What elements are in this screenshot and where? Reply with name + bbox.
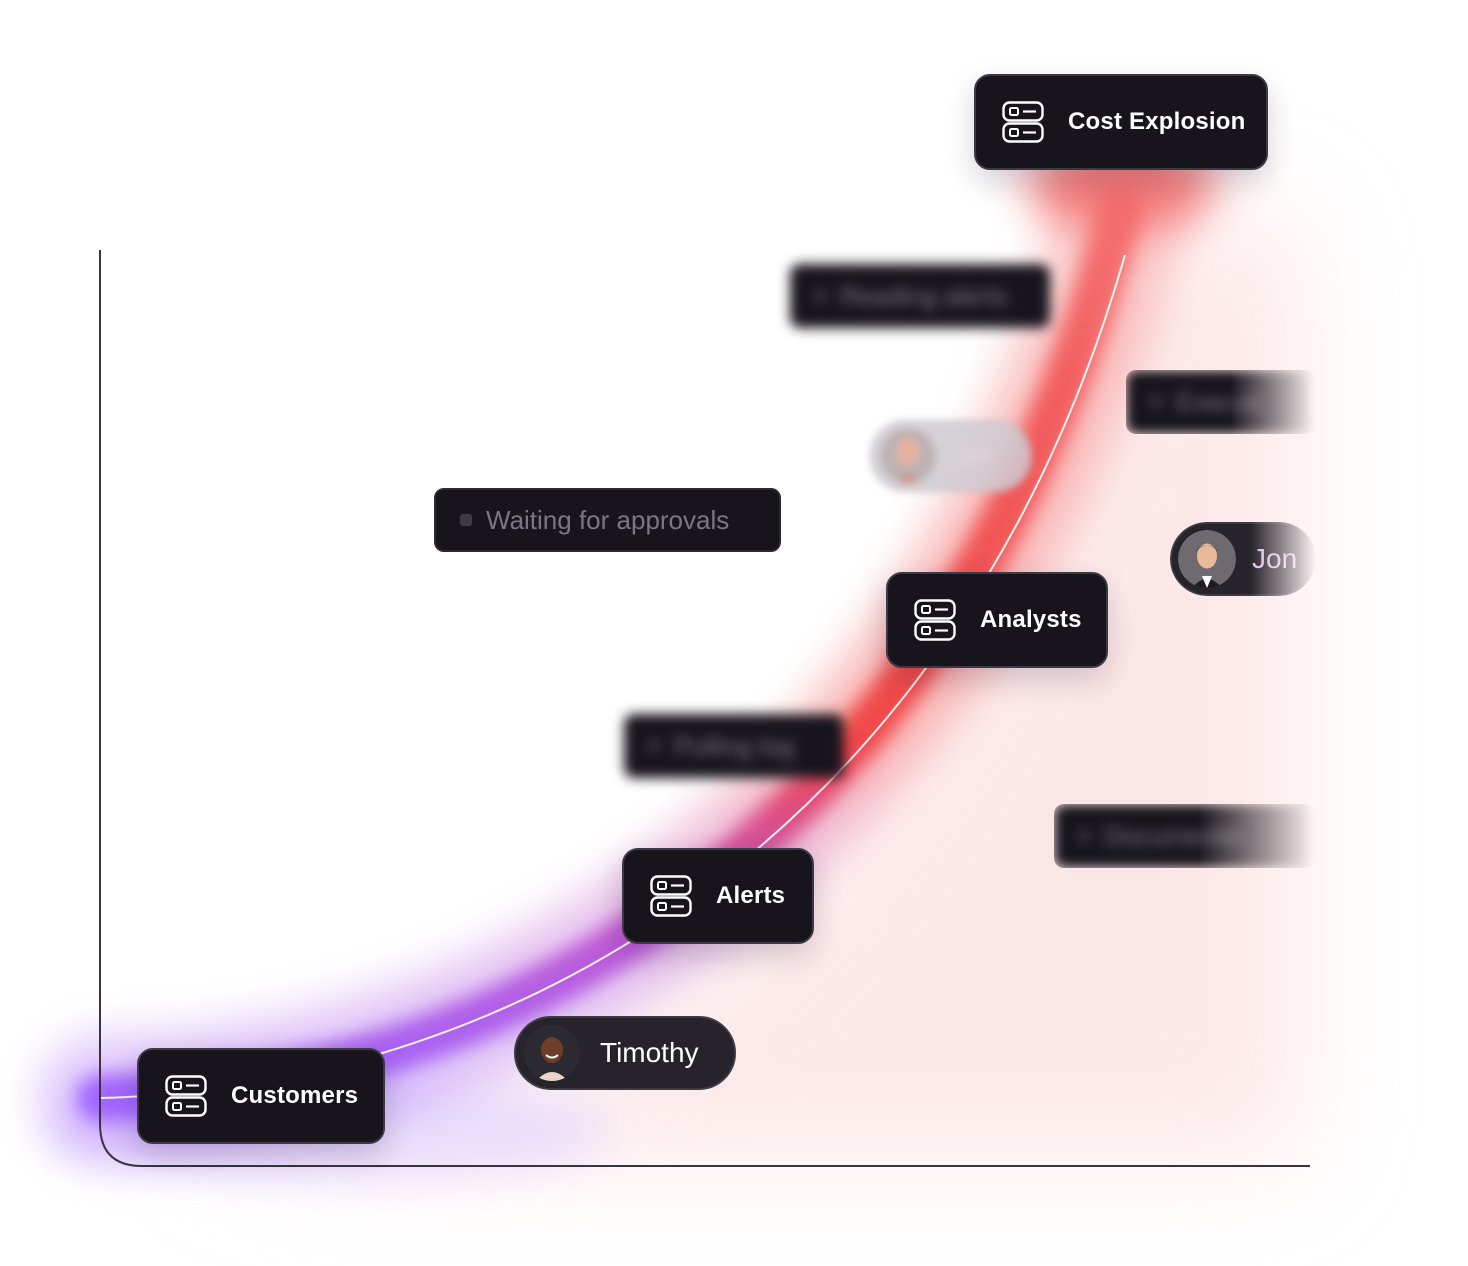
status-dot — [648, 740, 660, 752]
status-dot — [1078, 830, 1090, 842]
person-name: Timothy — [600, 1037, 699, 1068]
status-text: Reading alerts — [840, 280, 1008, 311]
server-list-icon — [650, 875, 692, 917]
status-text: Documentin — [1104, 820, 1243, 851]
node-label: Alerts — [716, 882, 786, 909]
status-dot — [814, 290, 826, 302]
status-pill-reading-alerts: Reading alerts — [790, 264, 1050, 328]
person-pill-jon: Jon — [1170, 522, 1316, 596]
node-alerts[interactable]: Alerts — [622, 848, 814, 944]
status-pill-documenting: Documentin — [1054, 804, 1316, 868]
status-pill-pulling-logs: Pulling log — [624, 714, 844, 778]
server-list-icon — [165, 1075, 207, 1117]
avatar-photo — [880, 428, 936, 484]
node-analysts[interactable]: Analysts — [886, 572, 1108, 668]
node-label: Customers — [231, 1082, 359, 1109]
server-list-icon — [1002, 101, 1044, 143]
status-text: Pulling log — [674, 730, 794, 761]
avatar-photo — [524, 1025, 580, 1081]
status-dot — [460, 514, 472, 526]
person-pill-jon-blurred: Jon — [870, 420, 1032, 492]
status-text: Executi — [1176, 386, 1262, 417]
node-customers[interactable]: Customers — [137, 1048, 385, 1144]
status-pill-waiting-for-approvals: Waiting for approvals — [434, 488, 781, 552]
node-label: Cost Explosion — [1068, 108, 1246, 135]
chart-axes — [99, 250, 1310, 1167]
status-text: Waiting for approvals — [486, 504, 730, 535]
node-label: Analysts — [980, 606, 1082, 633]
status-dot — [1150, 396, 1162, 408]
status-pill-executing: Executi — [1126, 370, 1316, 434]
person-name: Jon — [958, 443, 994, 468]
person-pill-timothy: Timothy — [514, 1016, 736, 1090]
node-cost-explosion[interactable]: Cost Explosion — [974, 74, 1268, 170]
avatar-photo — [1178, 530, 1236, 588]
server-list-icon — [914, 599, 956, 641]
person-name: Jon — [1252, 543, 1298, 574]
